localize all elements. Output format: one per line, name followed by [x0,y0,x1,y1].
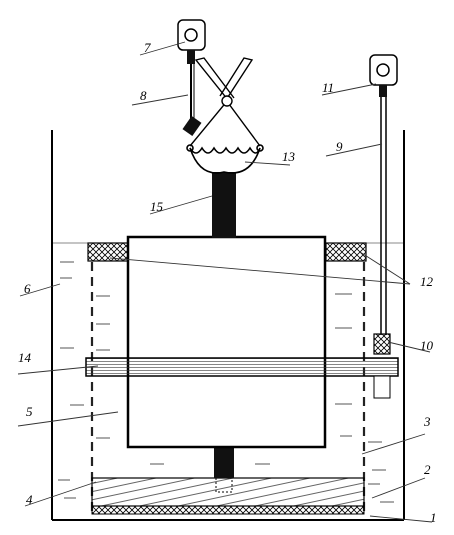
upper-rod [212,172,236,238]
rod-tip [215,478,233,493]
scissor-clamp [189,57,261,147]
label-6: 6 [24,281,31,296]
label-9: 9 [336,139,343,154]
electrode-left [177,19,206,136]
horizontal-plate [85,357,399,377]
coil-holder [186,144,264,174]
label-11: 11 [322,80,334,95]
lower-rod [214,446,234,478]
label-4: 4 [26,492,33,507]
mesh-basket [90,262,366,512]
electrode-right [369,54,398,399]
label-8: 8 [140,88,147,103]
leader-lines [17,41,433,523]
label-15: 15 [150,199,164,214]
label-10: 10 [420,338,434,353]
support-block-left [87,242,131,262]
label-3: 3 [423,414,431,429]
label-5: 5 [26,404,33,419]
label-1: 1 [430,510,437,525]
label-7: 7 [144,40,151,55]
label-13: 13 [282,149,296,164]
label-2: 2 [424,462,431,477]
outer-vessel [51,130,405,521]
label-14: 14 [18,350,32,365]
label-12: 12 [420,274,434,289]
number-labels: 7 8 11 9 13 15 12 6 10 14 5 3 2 4 1 [18,40,437,525]
base-mesh [91,505,365,515]
